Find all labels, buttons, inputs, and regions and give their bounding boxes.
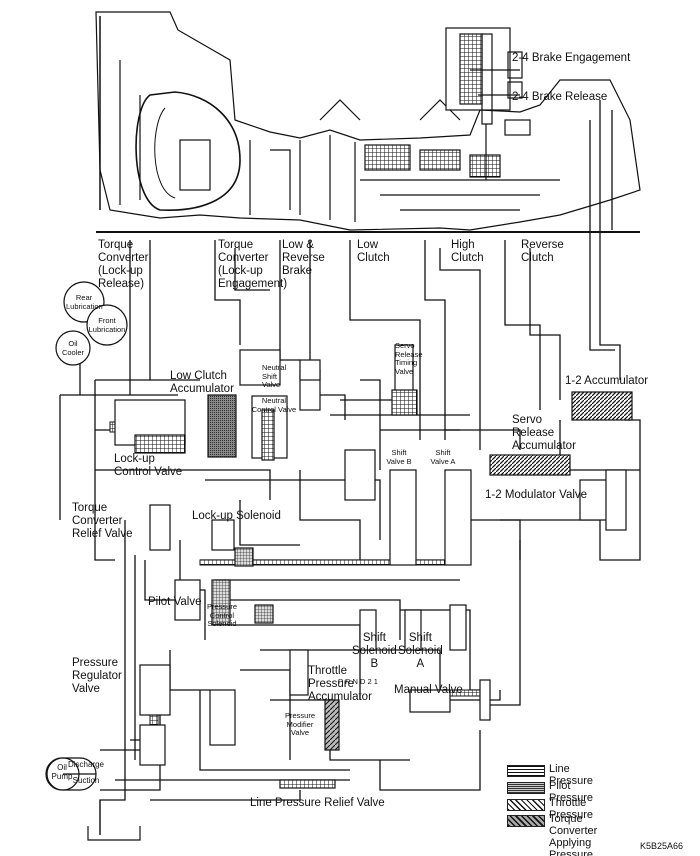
label-discharge: Discharge <box>67 760 104 769</box>
transmission-housing <box>95 11 641 231</box>
label-prnd21: P R N D 2 1 <box>338 677 378 686</box>
label-pilot-valve: Pilot Valve <box>148 596 202 608</box>
oil-strainer <box>87 800 141 841</box>
label-2-4-brake-engagement: 2-4 Brake Engagement <box>512 52 631 64</box>
label-2-4-brake-release: 2-4 Brake Release <box>512 91 608 103</box>
legend-swatch-tc-applying <box>507 815 545 827</box>
oil-pump <box>45 757 97 791</box>
label-lockup-solenoid: Lock-up Solenoid <box>192 510 281 522</box>
legend-swatch-line-pressure <box>507 765 545 777</box>
label-1-2-modulator-valve: 1-2 Modulator Valve <box>485 489 588 501</box>
label-1-2-accumulator: 1-2 Accumulator <box>565 375 649 387</box>
label-line-pressure-relief-valve: Line Pressure Relief Valve <box>250 797 385 809</box>
legend-swatch-pilot-pressure <box>507 782 545 794</box>
legend-swatch-throttle-pressure <box>507 799 545 811</box>
figure-code: K5B25A66 <box>640 841 684 851</box>
brake-servo <box>445 27 523 180</box>
label-manual-valve: Manual Valve <box>394 684 463 696</box>
lubrication-circles <box>55 281 128 366</box>
label-suction: Suction <box>72 776 100 785</box>
valves <box>114 344 633 789</box>
